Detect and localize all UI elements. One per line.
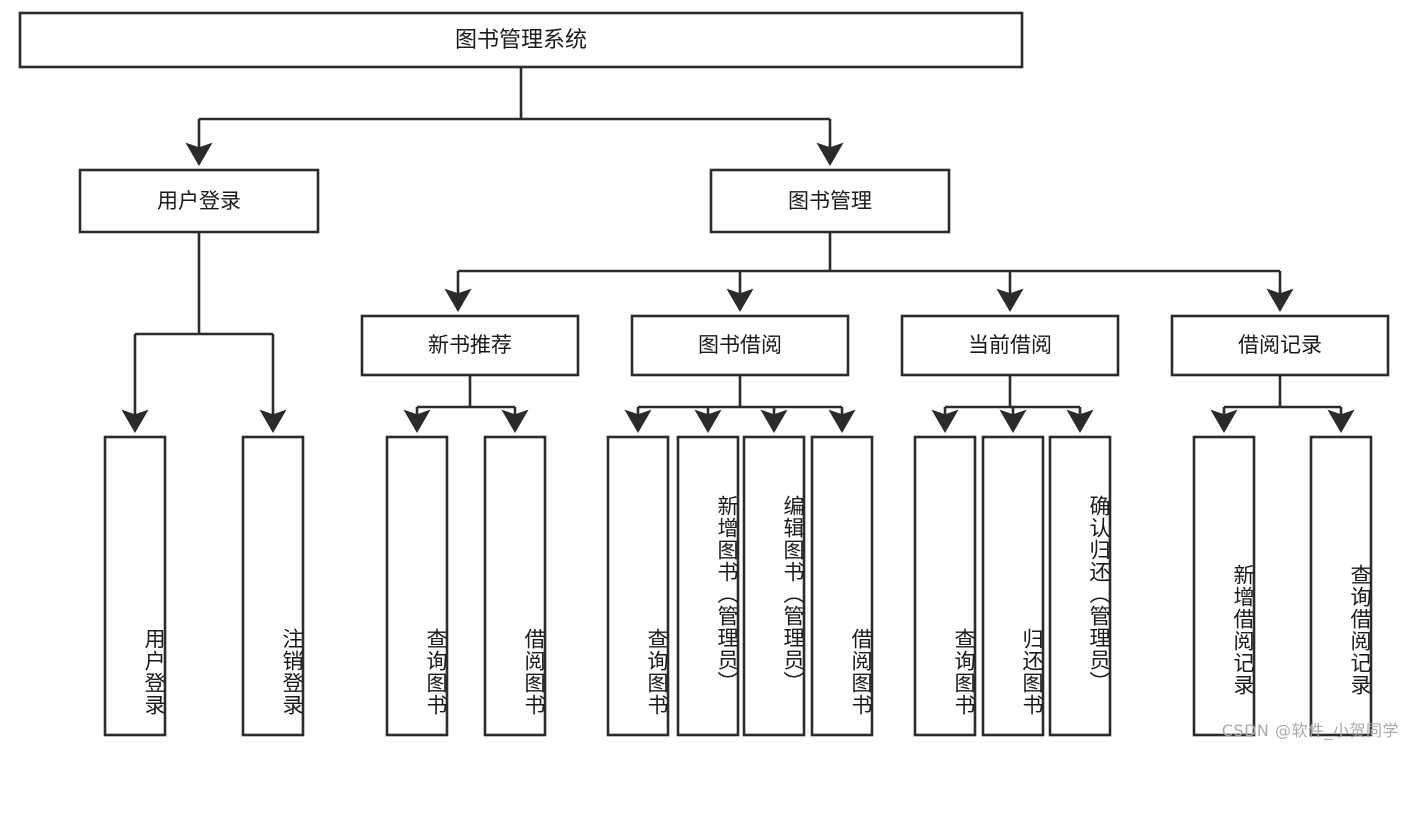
connector-current-borrow-to-leaves bbox=[931, 375, 1094, 433]
node-new-book-recommend-box bbox=[360, 314, 580, 377]
node-current-borrow-label: 当前借阅 bbox=[968, 333, 1052, 357]
leaf-box-confirm-return[interactable] bbox=[1048, 435, 1112, 737]
connector-borrow-record-to-leaves bbox=[1210, 375, 1355, 433]
node-current-borrow-box bbox=[900, 314, 1120, 377]
connector-root-to-level2 bbox=[185, 67, 844, 166]
leaf-box-query-record[interactable] bbox=[1309, 435, 1373, 737]
node-new-book-recommend[interactable]: 新书推荐 bbox=[360, 314, 580, 377]
node-book-management[interactable]: 图书管理 bbox=[709, 168, 951, 234]
leaf-box-borrow-book-2[interactable] bbox=[810, 435, 874, 737]
leaf-boxes bbox=[103, 435, 1373, 737]
node-borrow-record-label: 借阅记录 bbox=[1238, 333, 1322, 357]
leaf-box-query-book-3[interactable] bbox=[913, 435, 977, 737]
node-book-management-label: 图书管理 bbox=[788, 189, 872, 213]
leaf-box-logout-login[interactable] bbox=[241, 435, 305, 737]
connector-new-book-recommend-to-leaves bbox=[403, 375, 529, 433]
node-borrow-record[interactable]: 借阅记录 bbox=[1170, 314, 1390, 377]
node-user-login-box bbox=[78, 168, 320, 234]
node-user-login[interactable]: 用户登录 bbox=[78, 168, 320, 234]
leaf-box-query-book-1[interactable] bbox=[385, 435, 449, 737]
leaf-box-query-book-2[interactable] bbox=[606, 435, 670, 737]
leaf-box-edit-book[interactable] bbox=[742, 435, 806, 737]
node-root-box bbox=[18, 11, 1024, 69]
node-current-borrow[interactable]: 当前借阅 bbox=[900, 314, 1120, 377]
node-book-borrow[interactable]: 图书借阅 bbox=[630, 314, 850, 377]
diagram-canvas: 图书管理系统 用户登录 图书管理 bbox=[18, 11, 1390, 737]
leaf-box-return-book[interactable] bbox=[981, 435, 1045, 737]
leaf-box-add-record[interactable] bbox=[1192, 435, 1256, 737]
leaf-box-user-login[interactable] bbox=[103, 435, 167, 737]
connector-user-login-to-leaves bbox=[121, 232, 287, 433]
node-user-login-label: 用户登录 bbox=[157, 189, 241, 213]
connector-book-management-to-level3 bbox=[444, 232, 1294, 312]
flowchart-diagram: 图书管理系统 用户登录 图书管理 bbox=[18, 11, 1399, 740]
csdn-watermark: CSDN @软件_小贺同学 bbox=[1221, 721, 1399, 740]
node-new-book-recommend-label: 新书推荐 bbox=[428, 333, 512, 357]
node-root-label: 图书管理系统 bbox=[455, 28, 587, 53]
node-book-borrow-label: 图书借阅 bbox=[698, 333, 782, 357]
leaf-box-add-book[interactable] bbox=[676, 435, 740, 737]
leaf-box-borrow-book-1[interactable] bbox=[483, 435, 547, 737]
connector-book-borrow-to-leaves bbox=[624, 375, 856, 433]
node-root[interactable]: 图书管理系统 bbox=[18, 11, 1024, 69]
